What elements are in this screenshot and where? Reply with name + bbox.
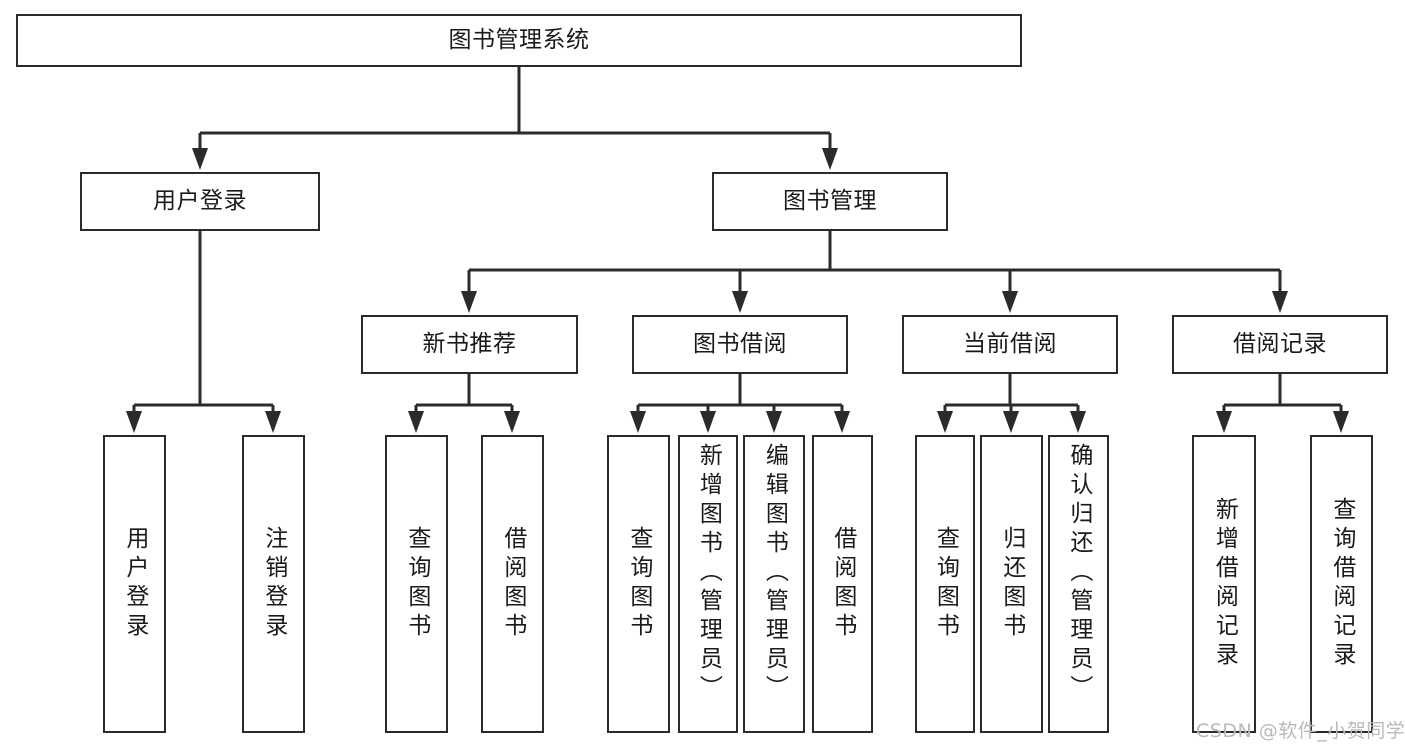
node-label: 新增借阅记录 [1211, 497, 1238, 671]
node-label: 新增图书（管理员） [695, 443, 722, 704]
node-label: 图书借阅 [693, 330, 787, 357]
node-query-borrow-record[interactable]: 查询借阅记录 [1310, 435, 1373, 733]
node-label: 编辑图书（管理员） [761, 443, 788, 704]
node-label: 确认归还（管理员） [1065, 443, 1092, 704]
node-label: 借阅图书 [829, 526, 856, 642]
node-label: 用户登录 [153, 187, 247, 214]
node-label: 查询图书 [403, 526, 430, 642]
node-user-login[interactable]: 用户登录 [80, 172, 320, 231]
node-borrow-book-recommend[interactable]: 借阅图书 [481, 435, 544, 733]
node-book-management-system[interactable]: 图书管理系统 [16, 14, 1022, 67]
node-add-borrow-record[interactable]: 新增借阅记录 [1192, 435, 1256, 733]
node-new-book-recommend[interactable]: 新书推荐 [361, 315, 578, 374]
node-query-book-borrow[interactable]: 查询图书 [607, 435, 670, 733]
node-label: 查询图书 [625, 526, 652, 642]
node-add-book-admin[interactable]: 新增图书（管理员） [678, 435, 738, 733]
node-borrow-record[interactable]: 借阅记录 [1172, 315, 1388, 374]
node-return-book[interactable]: 归还图书 [980, 435, 1043, 733]
node-label: 归还图书 [998, 526, 1025, 642]
node-logout-action[interactable]: 注销登录 [242, 435, 305, 733]
node-query-book-current[interactable]: 查询图书 [915, 435, 975, 733]
node-label: 当前借阅 [963, 330, 1057, 357]
node-borrow-book-action[interactable]: 借阅图书 [812, 435, 873, 733]
node-current-borrow[interactable]: 当前借阅 [902, 315, 1118, 374]
node-label: 图书管理 [783, 187, 877, 214]
node-label: 借阅图书 [499, 526, 526, 642]
node-label: 新书推荐 [422, 330, 517, 357]
node-label: 图书管理系统 [448, 26, 590, 53]
csdn-watermark: CSDN @软件_小贺同学 [1196, 720, 1405, 742]
node-label: 查询借阅记录 [1328, 497, 1355, 671]
node-confirm-return-admin[interactable]: 确认归还（管理员） [1048, 435, 1109, 733]
node-book-management[interactable]: 图书管理 [712, 172, 948, 231]
node-query-book-recommend[interactable]: 查询图书 [385, 435, 448, 733]
node-label: 借阅记录 [1233, 330, 1327, 357]
node-book-borrow[interactable]: 图书借阅 [632, 315, 848, 374]
node-label: 用户登录 [121, 526, 148, 642]
node-user-login-action[interactable]: 用户登录 [103, 435, 166, 733]
node-label: 查询图书 [932, 526, 959, 642]
node-edit-book-admin[interactable]: 编辑图书（管理员） [743, 435, 805, 733]
node-label: 注销登录 [260, 526, 287, 642]
